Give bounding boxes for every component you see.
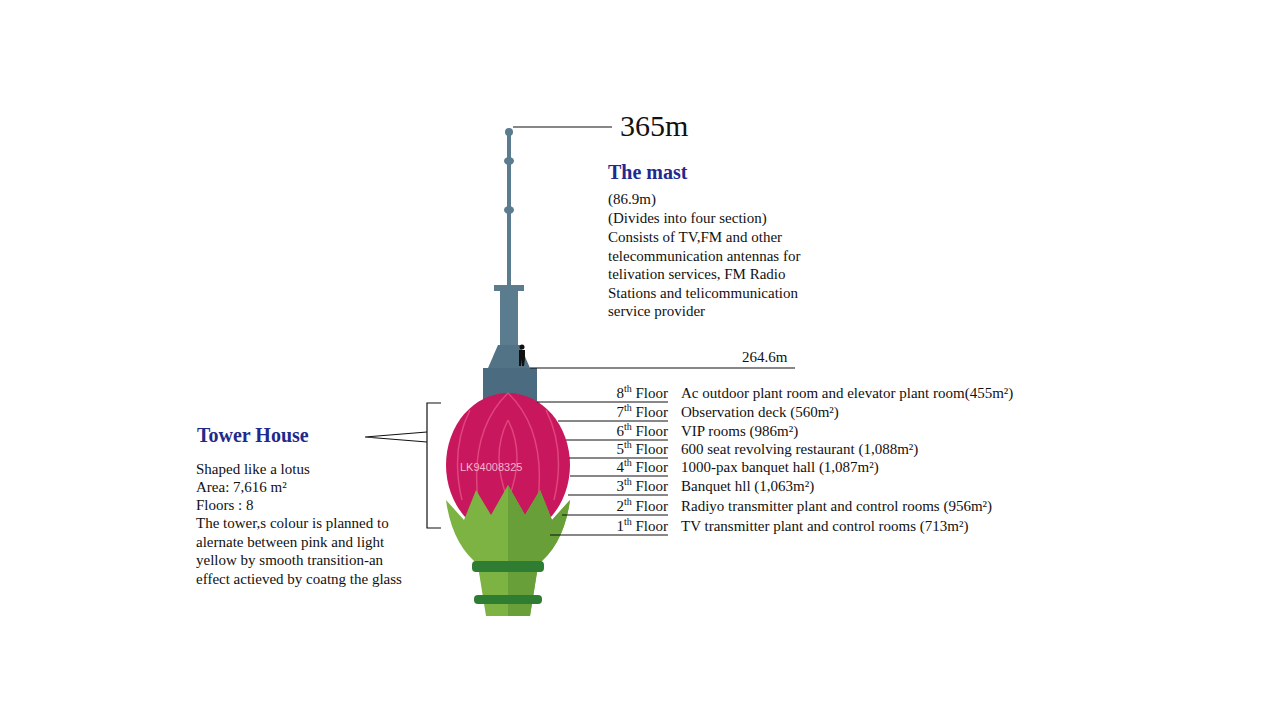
floor-label: 4th Floor: [616, 458, 668, 477]
floor-description: 600 seat revolving restaurant (1,088m²): [681, 440, 918, 459]
floor-description: Radiyo transmitter plant and control roo…: [681, 497, 992, 516]
floor-description: Ac outdoor plant room and elevator plant…: [681, 384, 1013, 403]
floor-description: VIP rooms (986m²): [681, 422, 798, 441]
floor-description: Observation deck (560m²): [681, 403, 839, 422]
note-text: Area: 7,616 m²: [196, 478, 287, 497]
floor-label: 3th Floor: [616, 477, 668, 496]
section-heading: The mast: [608, 160, 687, 184]
floor-label: 8th Floor: [616, 384, 668, 403]
height-label: 365m: [620, 108, 688, 144]
note-text: Floors : 8: [196, 496, 254, 515]
floor-label: 6th Floor: [616, 422, 668, 441]
note-text: Shaped like a lotus: [196, 460, 310, 479]
floor-label: 7th Floor: [616, 403, 668, 422]
height-label: 264.6m: [742, 348, 787, 367]
floor-label: 1th Floor: [616, 517, 668, 536]
floor-description: 1000-pax banquet hall (1,087m²): [681, 458, 879, 477]
section-heading: Tower House: [197, 423, 309, 447]
note-text: Consists of TV,FM and other telecommunic…: [608, 228, 818, 321]
note-text: The tower,s colour is planned to alernat…: [196, 514, 411, 588]
floor-label: 2th Floor: [616, 497, 668, 516]
floor-label: 5th Floor: [616, 440, 668, 459]
watermark: LK94008325: [460, 461, 522, 474]
dimension-label: (86.9m): [608, 190, 656, 209]
floor-description: TV transmitter plant and control rooms (…: [681, 517, 969, 536]
floor-description: Banquet hll (1,063m²): [681, 477, 814, 496]
note-text: (Divides into four section): [608, 209, 767, 228]
